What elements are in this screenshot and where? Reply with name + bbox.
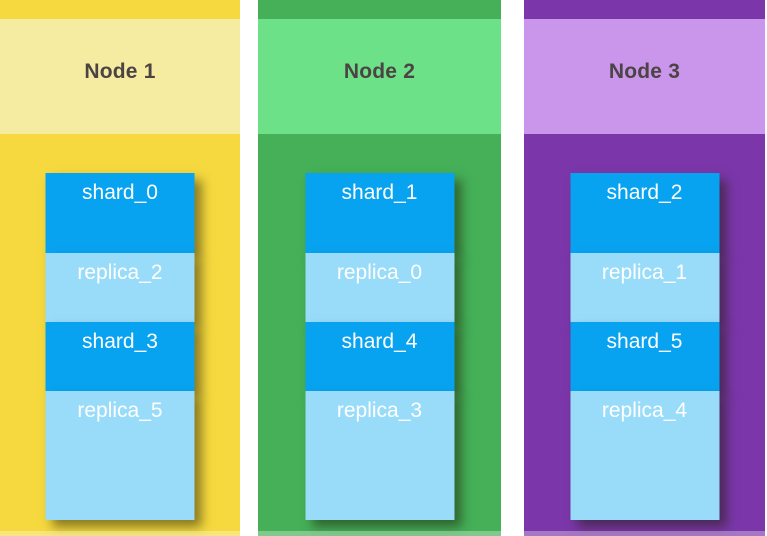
node-3-shard-stack: shard_2 replica_1 shard_5 replica_4 <box>570 173 719 520</box>
node-1-title: Node 1 <box>84 59 156 83</box>
replica-box: replica_4 <box>570 391 719 520</box>
shard-box: shard_5 <box>570 322 719 391</box>
replica-box: replica_2 <box>45 253 195 322</box>
replica-box: replica_3 <box>305 391 454 520</box>
replica-box: replica_5 <box>45 391 195 520</box>
node-2-column: Node 2 shard_1 replica_0 shard_4 replica… <box>258 0 501 536</box>
node-3-column: Node 3 shard_2 replica_1 shard_5 replica… <box>524 0 765 536</box>
node-3-title: Node 3 <box>608 59 681 83</box>
replica-box: replica_1 <box>570 253 719 322</box>
node-2-title: Node 2 <box>343 59 416 83</box>
node-2-shard-stack: shard_1 replica_0 shard_4 replica_3 <box>305 173 454 520</box>
shard-box: shard_4 <box>305 322 454 391</box>
node-1-shard-stack: shard_0 replica_2 shard_3 replica_5 <box>45 173 195 520</box>
replica-box: replica_0 <box>305 253 454 322</box>
node-3-header: Node 3 <box>524 19 765 134</box>
node-2-header: Node 2 <box>258 19 501 134</box>
shard-box: shard_0 <box>45 173 195 253</box>
node-1-column: Node 1 shard_0 replica_2 shard_3 replica… <box>0 0 240 536</box>
node-1-header: Node 1 <box>0 19 240 134</box>
shard-box: shard_1 <box>305 173 454 253</box>
shard-box: shard_3 <box>45 322 195 391</box>
shard-box: shard_2 <box>570 173 719 253</box>
